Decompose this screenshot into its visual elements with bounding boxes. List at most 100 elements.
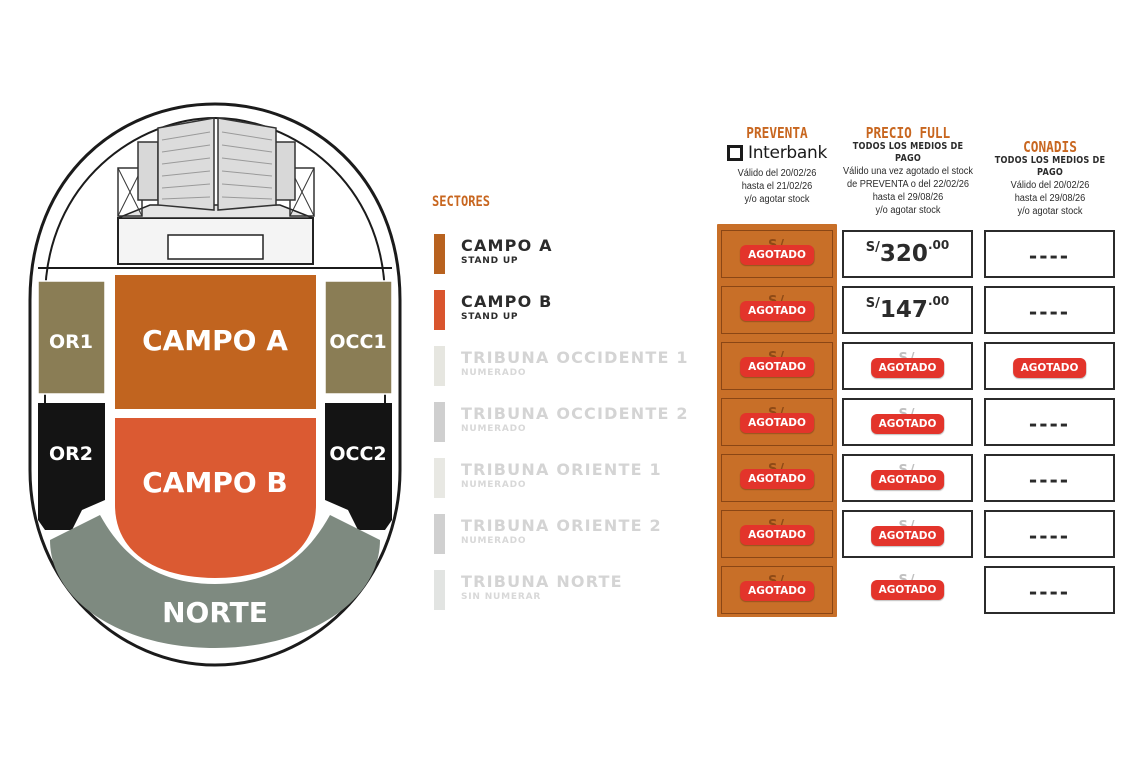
price-currency: S/ [865,240,880,255]
header-preventa: PREVENTA Interbank Válido del 20/02/26 h… [712,125,842,206]
sector-or1[interactable] [37,280,106,395]
legend-sub: NUMERADO [461,480,527,490]
legend-swatch [434,458,445,498]
precio-full-cell[interactable]: S/AGOTADO [842,566,973,614]
conadis-title: CONADIS [1023,138,1077,156]
label-occ1: OCC1 [329,331,386,353]
price-cents: .00 [927,238,950,252]
sector-or2[interactable] [38,403,105,530]
label-or1: OR1 [49,331,93,353]
precio-full-cell[interactable]: S/320.00 [842,230,973,278]
legend-name: TRIBUNA ORIENTE 2 [461,516,662,535]
full-line3: hasta el 29/08/26 [872,192,944,203]
preventa-cell[interactable]: S/AGOTADO [721,510,833,558]
precio-full-cell[interactable]: S/AGOTADO [842,510,973,558]
agotado-badge: AGOTADO [740,357,814,377]
dashes-placeholder: ---- [1028,300,1071,324]
legend-sub: STAND UP [461,256,519,266]
legend-swatch [434,514,445,554]
preventa-line3: y/o agotar stock [744,194,810,205]
dashes-placeholder: ---- [1028,580,1071,604]
precio-full-cell[interactable]: S/AGOTADO [842,398,973,446]
header-conadis: CONADIS TODOS LOS MEDIOS DE PAGO Válido … [975,139,1125,218]
agotado-badge: AGOTADO [870,580,945,600]
preventa-cell[interactable]: S/AGOTADO [721,230,833,278]
legend-name: TRIBUNA OCCIDENTE 2 [461,404,689,423]
dashes-placeholder: ---- [1028,468,1071,492]
agotado-badge: AGOTADO [740,581,814,601]
preventa-line1: Válido del 20/02/26 [737,168,817,179]
conadis-line2: hasta el 29/08/26 [1014,193,1086,204]
preventa-cell[interactable]: S/AGOTADO [721,566,833,614]
interbank-icon [726,145,743,161]
conadis-cell[interactable]: ---- [984,230,1115,278]
conadis-sub: TODOS LOS MEDIOS DE PAGO [994,155,1106,178]
interbank-logo: Interbank [712,143,842,163]
preventa-cell[interactable]: S/AGOTADO [721,398,833,446]
price-currency: S/ [865,296,880,311]
conadis-cell[interactable]: ---- [984,454,1115,502]
legend-name: CAMPO B [461,292,553,311]
full-line2: de PREVENTA o del 22/02/26 [846,179,970,190]
stage-icon [117,117,315,265]
sectores-title: SECTORES [432,194,490,210]
stadium-map: OR1 OCC1 OR2 OCC2 CAMPO A CAMPO B NORTE [28,102,402,667]
full-line1: Válido una vez agotado el stock [843,166,973,177]
conadis-cell[interactable]: ---- [984,510,1115,558]
dashes-placeholder: ---- [1028,412,1071,436]
legend-name: TRIBUNA ORIENTE 1 [461,460,662,479]
sector-occ2[interactable] [325,403,392,530]
preventa-cell[interactable]: S/AGOTADO [721,454,833,502]
legend-name: CAMPO A [461,236,553,255]
full-line4: y/o agotar stock [875,205,941,216]
legend-sub: NUMERADO [461,536,527,546]
precio-full-cell[interactable]: S/AGOTADO [842,342,973,390]
conadis-cell[interactable]: AGOTADO [984,342,1115,390]
conadis-line1: Válido del 20/02/26 [1010,180,1090,191]
price-amount: 320 [879,241,928,267]
dashes-placeholder: ---- [1028,244,1071,268]
legend-swatch [434,346,445,386]
dashes-placeholder: ---- [1028,524,1071,548]
conadis-line3: y/o agotar stock [1017,206,1083,217]
price-cents: .00 [927,294,950,308]
label-campo-a: CAMPO A [142,324,288,357]
conadis-cell[interactable]: ---- [984,286,1115,334]
label-campo-b: CAMPO B [142,466,288,499]
agotado-badge: AGOTADO [740,301,814,321]
legend-sub: NUMERADO [461,424,527,434]
precio-full-cell[interactable]: S/AGOTADO [842,454,973,502]
agotado-badge: AGOTADO [740,245,814,265]
legend-name: TRIBUNA NORTE [461,572,623,591]
preventa-title: PREVENTA [746,124,808,142]
price-amount: 147 [879,297,928,323]
legend-name: TRIBUNA OCCIDENTE 1 [461,348,689,367]
precio-full-cell[interactable]: S/147.00 [842,286,973,334]
conadis-cell[interactable]: ---- [984,566,1115,614]
preventa-cell[interactable]: S/AGOTADO [721,286,833,334]
agotado-badge: AGOTADO [740,469,814,489]
sector-campo-b[interactable] [115,418,316,578]
label-or2: OR2 [49,443,93,465]
interbank-wordmark: Interbank [747,143,828,163]
preventa-cell[interactable]: S/AGOTADO [721,342,833,390]
legend-swatch [434,234,445,274]
sector-occ1[interactable] [324,280,393,395]
sector-norte[interactable] [50,515,380,648]
agotado-badge: AGOTADO [870,358,945,378]
price-value: S/320.00 [844,238,971,267]
sector-campo-a[interactable] [115,275,316,409]
preventa-line2: hasta el 21/02/26 [741,181,813,192]
agotado-badge: AGOTADO [1012,358,1087,378]
label-norte: NORTE [162,596,268,629]
full-title: PRECIO FULL [865,124,951,142]
agotado-badge: AGOTADO [740,413,814,433]
conadis-cell[interactable]: ---- [984,398,1115,446]
